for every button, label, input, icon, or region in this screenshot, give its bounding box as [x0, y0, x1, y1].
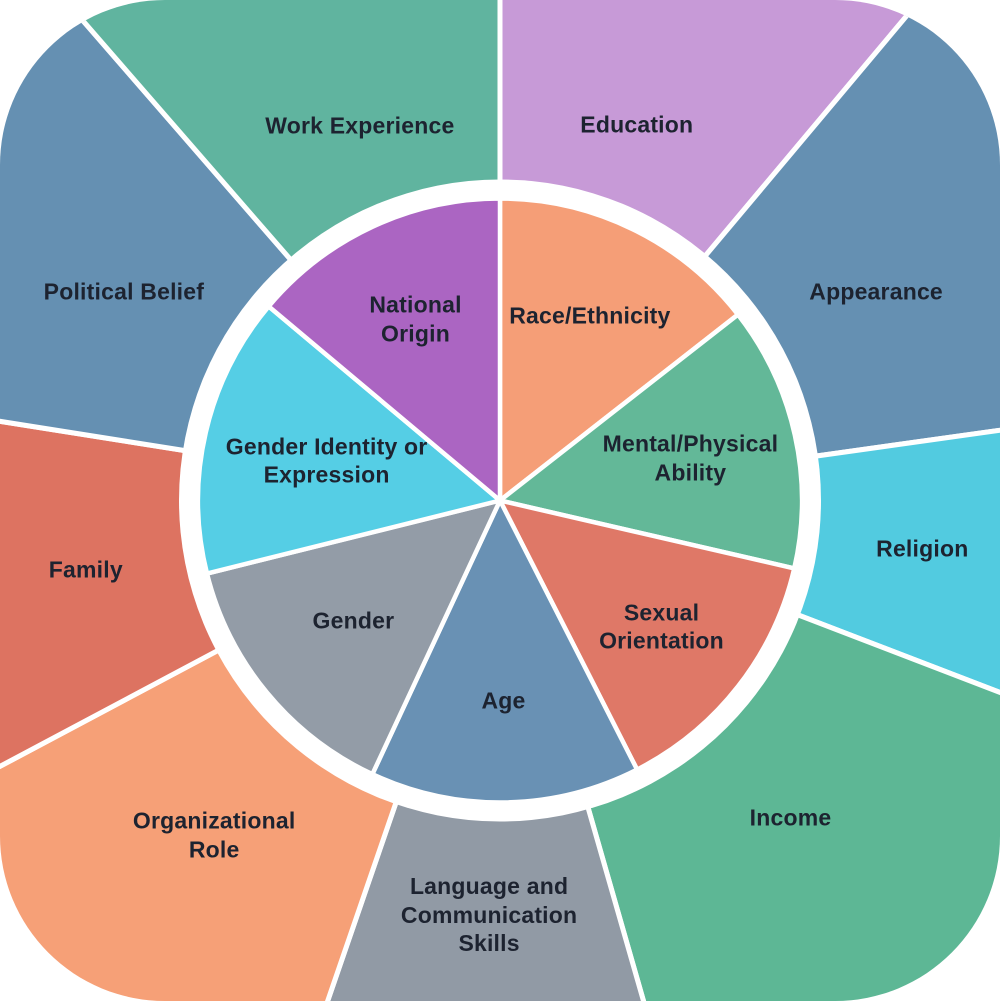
segment-sexual-orientation [497, 498, 797, 772]
segment-national-origin [266, 196, 503, 503]
segment-language-and-communication-skills [204, 498, 751, 1001]
segment-age [370, 498, 640, 805]
segment-mental-physical-ability [497, 312, 805, 571]
segment-race-ethnicity [497, 196, 741, 503]
segment-gender-identity-or-expression [195, 304, 503, 576]
segment-gender [204, 498, 503, 777]
inner-ring [195, 196, 805, 805]
